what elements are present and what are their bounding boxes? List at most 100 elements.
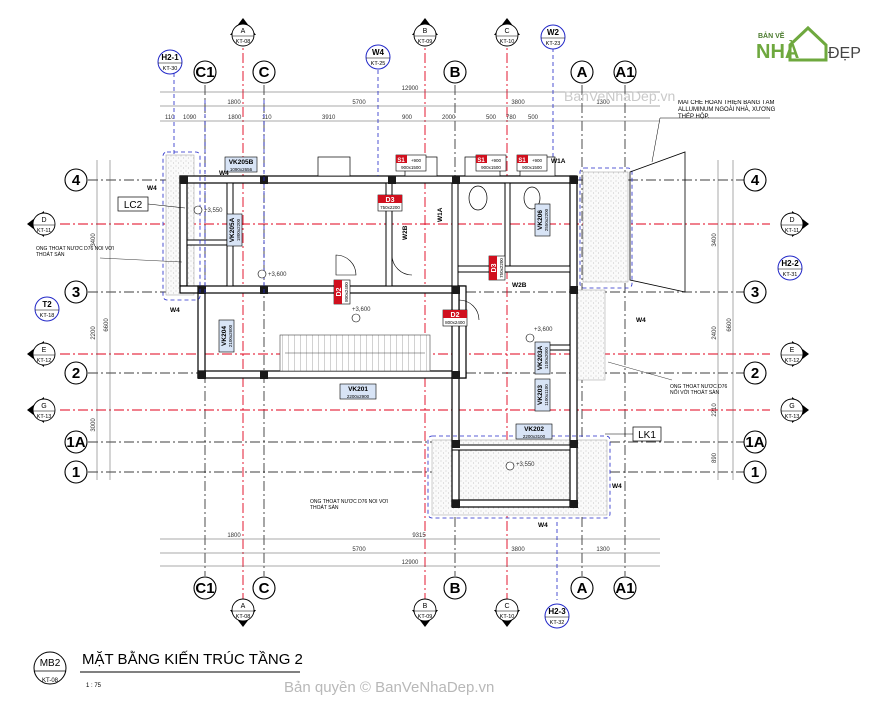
room-tag-vk205b: VK205B 1090x2656 (224, 156, 258, 173)
axis-label: 2 (72, 365, 80, 382)
note-drain-left: ỐNG THOÁT NƯỚC D76 NỐI VỚI THOÁT SÀN (36, 246, 183, 263)
window-label: W1A (551, 158, 566, 165)
axis-bubble-3: 3 (743, 280, 767, 304)
section-ref: KT-09 (418, 39, 433, 45)
section-marker-c: CKT-10 (494, 598, 520, 627)
dim-right-3: 2210 (712, 403, 718, 417)
elevation-ref: KT-23 (546, 41, 561, 47)
room-tag-vk203: VK203 1100x1100 (534, 378, 551, 412)
section-ref: KT-13 (785, 414, 800, 420)
elevation-label: H2-2 (781, 259, 799, 268)
window-labels: W4 W4 W4 W4 W4 W4 W1A W1A W2B W2B (147, 158, 646, 529)
dim-left-3: 3000 (91, 418, 97, 432)
note-drain-left-text: ỐNG THOÁT NƯỚC D76 NỐI VỚI THOÁT SÀN (36, 246, 114, 258)
dim-left-2: 2200 (91, 326, 97, 340)
section-marker-a: AKT-08 (230, 598, 256, 627)
dim-right-2: 2400 (712, 326, 718, 340)
level-1: +3,550 (204, 208, 223, 214)
axis-label: 3 (751, 284, 759, 301)
room-tag-vk203a: VK203A 1100x2000 (534, 341, 551, 375)
dim-right-5: 890 (712, 452, 718, 463)
elevation-ref: KT-32 (550, 620, 565, 626)
axis-label: 3 (72, 284, 80, 301)
dim-top-d1: 110 (165, 115, 175, 121)
elevation-ref: KT-18 (40, 313, 55, 319)
axis-label: A1 (615, 64, 634, 81)
axis-bubble-a1: A1 (613, 60, 637, 84)
dimension-lines-bottom: 1800 9315 5700 3800 1300 12900 (160, 533, 660, 567)
room-code: VK205A (229, 217, 236, 242)
door-code: D2 (451, 312, 460, 319)
note-drain-bottom-text: ỐNG THOÁT NƯỚC D76 NỐI VỚI THOÁT SÀN (310, 499, 388, 511)
section-ref: KT-08 (236, 614, 251, 620)
axis-bubble-a: A (570, 60, 594, 84)
window-sill: +900 (532, 158, 543, 163)
door-size: 800x2400 (344, 282, 349, 302)
section-letter: C (504, 603, 509, 610)
elevation-marker-h2-1: H2-1KT-30 (157, 49, 183, 75)
window-sill: +900 (491, 158, 502, 163)
dim-top-d2: 1090 (183, 115, 197, 121)
window-label: W1A (437, 207, 444, 222)
elevation-marker-h2-2: H2-2KT-31 (777, 255, 803, 281)
section-marker-d: DKT-11 (780, 211, 809, 237)
level-4: +3,600 (534, 327, 553, 333)
axis-bubble-3: 3 (64, 280, 88, 304)
door-size: 750x2200 (499, 258, 504, 278)
section-letter: D (41, 217, 46, 224)
elevation-marker-h2-3: H2-3KT-32 (544, 603, 570, 629)
room-tag-vk205a: VK205A 1800x2200 (226, 213, 243, 247)
axis-bubble-4: 4 (743, 168, 767, 192)
roof-canopy (629, 151, 686, 293)
door-code: D3 (386, 197, 395, 204)
sheet-code: MB2 (40, 658, 61, 669)
axis-label: 1 (72, 464, 80, 481)
room-size: 1100x1100 (544, 384, 549, 406)
elevation-label: H2-1 (161, 53, 179, 62)
door-tag-d2-a: D2 800x2400 (333, 279, 351, 305)
brand-logo: BẢN VẼ NHÀ ĐẸP (756, 25, 861, 63)
section-letter: G (789, 403, 794, 410)
axis-label: 1A (66, 434, 85, 451)
window-tag-s1-c: S1 +900 900x1500 (516, 154, 548, 172)
axis-bubble-c: C (252, 60, 276, 84)
title-block: MB2 KT-08 MẶT BẰNG KIẾN TRÚC TẦNG 2 1 : … (33, 650, 303, 689)
dim-top-d6: 900 (402, 115, 413, 121)
section-letter: E (790, 347, 795, 354)
section-marker-d: D KT-11 (27, 211, 56, 237)
section-letter: A (241, 28, 246, 35)
dim-right-1: 3400 (712, 233, 718, 247)
section-ref: KT-12 (785, 358, 800, 364)
window-sill: +900 (411, 158, 422, 163)
dim-top-d5: 3910 (322, 115, 336, 121)
window-tag-s1-b: S1 +900 900x1500 (475, 154, 507, 172)
axis-bubble-c: C (252, 576, 276, 600)
room-code: VK203A (537, 345, 544, 370)
axis-label: C (259, 580, 270, 597)
elevation-label: W2 (547, 28, 560, 37)
axis-bubble-a: A (570, 576, 594, 600)
room-size: 2550x2200 (544, 208, 549, 231)
note-drain-right: ỐNG THOÁT NƯỚC D76 NỐI VỚI THOÁT SÀN (607, 361, 727, 396)
axis-bubble-1: 1 (743, 460, 767, 484)
room-code: VK203 (537, 385, 544, 405)
elevation-label: W4 (372, 48, 385, 57)
door-code: D2 (336, 287, 343, 296)
room-code: VK201 (348, 386, 368, 393)
callout-text: LK1 (638, 430, 656, 441)
drawing-scale: 1 : 75 (86, 683, 102, 689)
dim-top-2: 5700 (352, 100, 366, 106)
section-marker-e: EKT-12 (27, 341, 56, 367)
dimension-lines-sides: 3400 2200 3000 6600 3400 2400 2210 6600 … (91, 160, 734, 480)
section-ref: KT-11 (785, 228, 799, 234)
dim-top-4: 1300 (596, 100, 610, 106)
section-ref: KT-10 (500, 39, 515, 45)
section-ref: KT-09 (418, 614, 433, 620)
section-ref: KT-11 (37, 228, 51, 234)
dim-top-d3: 1800 (228, 115, 242, 121)
window-code: S1 (477, 158, 485, 164)
section-letter: E (42, 347, 47, 354)
door-tag-d3-a: D3 750x2200 (377, 194, 403, 212)
